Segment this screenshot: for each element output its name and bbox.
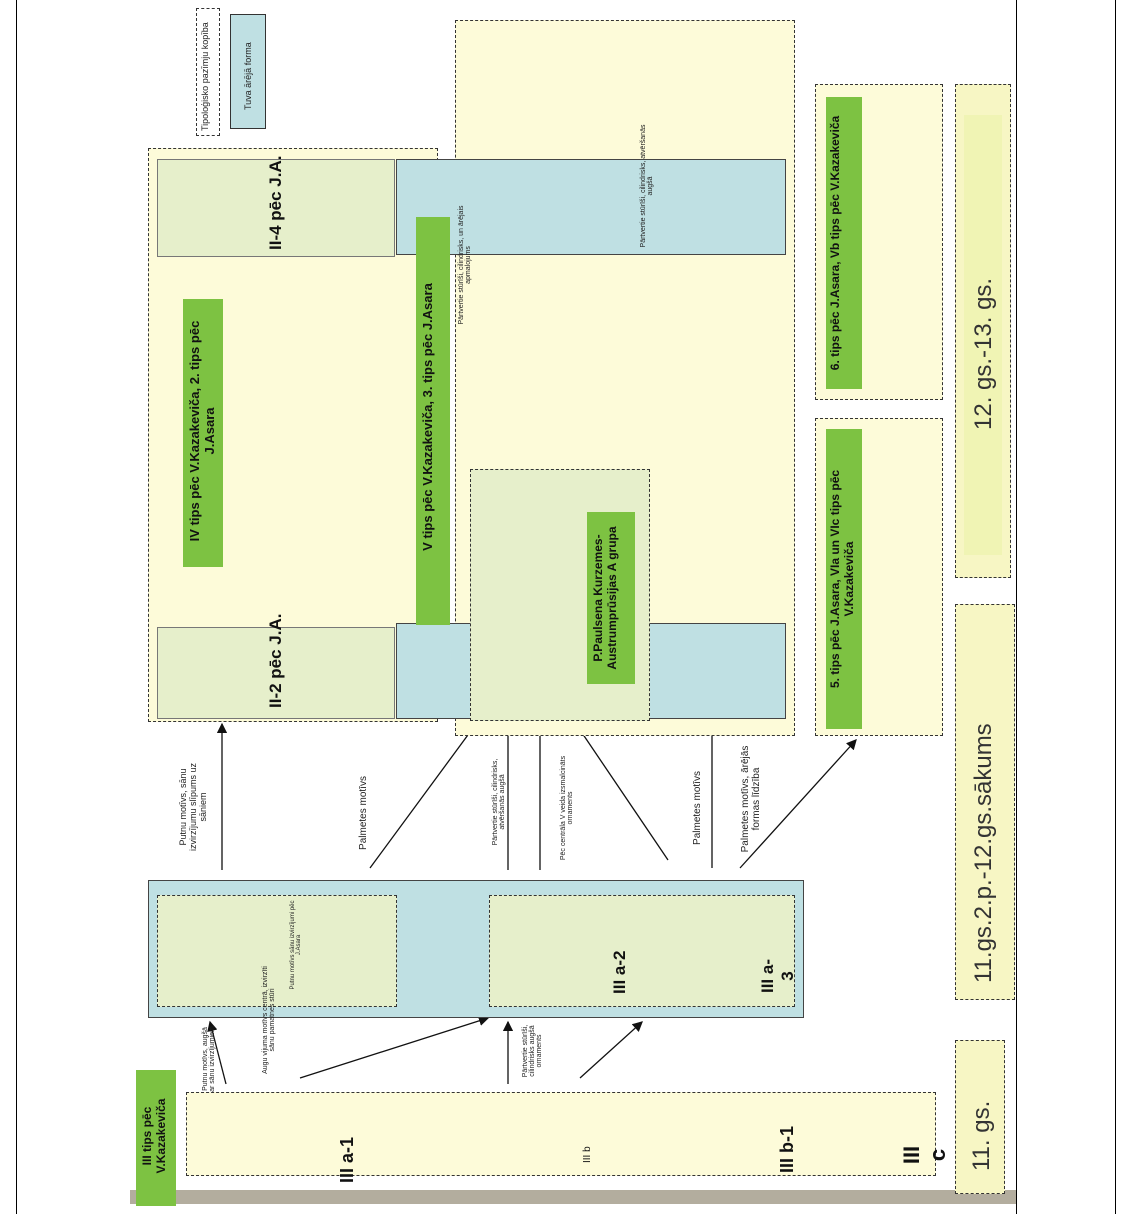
group-type6-asar: 6. tips pēc J.Asara, Vb tips pēc V.Kazak… (815, 84, 943, 400)
legend-typological: Tipoloģisko pazīmju kopība (196, 8, 220, 136)
subgroup-bird-motif (157, 895, 397, 1007)
arrow (370, 724, 476, 868)
label-type4: IV tips pēc V.Kazakeviča, 2. tips pēc J.… (183, 299, 223, 567)
annotation: Putnu motīvs sānu izvirzījumi pēc J.Asar… (290, 900, 302, 990)
annotation: Pārtvertie stūrīši, cilindrisks, atvērša… (492, 742, 506, 862)
annotation: Augu vijuma motīvs centrā, izvirzīti sān… (262, 960, 276, 1080)
label-paulsen: P.Paulsena Kurzemes-Austrumprūsijas A gr… (587, 512, 635, 684)
subgroup-paulsen: P.Paulsena Kurzemes-Austrumprūsijas A gr… (470, 469, 650, 721)
annotation: Pārtvertie stūrīši, cilindrisks, un ārēj… (458, 200, 472, 330)
annotation: Putnu motīvs, sānu izvirzījumu slīpums u… (178, 762, 208, 852)
arrow (580, 1022, 642, 1078)
label-type3: III tips pēc V.Kazakeviča (136, 1070, 176, 1206)
subgroup-a2-a3: III a-2 III a-3 (489, 895, 795, 1007)
period-11-12: 11.gs.2.p.-12.gs.sākums (955, 604, 1015, 1000)
period-11: 11. gs. (955, 1040, 1005, 1194)
annotation: Palmetes motīvs, ārējās formas līdzība (740, 734, 762, 864)
arrow (576, 724, 668, 860)
group-type5-asar: 5. tips pēc J.Asara, VIa un VIc tips pēc… (815, 418, 943, 736)
arrow (300, 1018, 488, 1078)
annotation: Putnu motīvs, augšā ar sānu izvirzījumie… (202, 1024, 216, 1094)
group-type3-derived: III a-2 III a-3 (148, 880, 804, 1018)
group-type3: III a-1 III b III b-1 III c (186, 1092, 936, 1176)
group-type4: II-2 pēc J.A. II-4 pēc J.A. IV tips pēc … (148, 148, 438, 722)
annotation: Pārtvertie stūrīši, cilindrisks augšā or… (522, 1024, 543, 1078)
annotation: Pēc centrāla V veida izsmalcināts orname… (560, 748, 574, 868)
legend-similar-form: Tuva ārējā forma (230, 14, 266, 129)
label-type5-asar: 5. tips pēc J.Asara, VIa un VIc tips pēc… (826, 429, 862, 729)
period-12-13: 12. gs.-13. gs. (955, 84, 1011, 578)
label-type5: V tips pēc V.Kazakeviča, 3. tips pēc J.A… (416, 217, 450, 625)
annotation: Pārtvertie stūrīši, cilindrisks, atvērša… (640, 116, 654, 256)
annotation: Palmetes motīvs (358, 768, 369, 858)
label-type6-asar: 6. tips pēc J.Asara, Vb tips pēc V.Kazak… (826, 97, 862, 389)
annotation: Palmetes motīvs (692, 758, 703, 858)
group-type5: P.Paulsena Kurzemes-Austrumprūsijas A gr… (455, 20, 795, 736)
